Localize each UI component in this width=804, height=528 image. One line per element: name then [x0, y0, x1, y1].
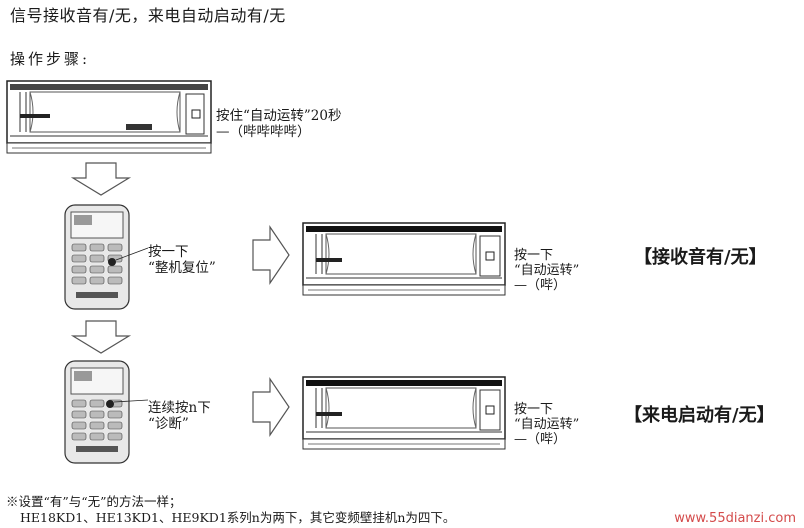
step3-line1: 按一下 — [514, 248, 554, 263]
mode-receive-sound: 【接收音有/无】 — [634, 247, 767, 268]
remote-control-illustration-1 — [64, 204, 149, 310]
watermark: www.55dianzi.com — [674, 511, 796, 526]
indoor-unit-illustration-2 — [302, 222, 506, 296]
step3-line3: —（哔） — [514, 278, 567, 293]
right-arrow-icon — [252, 377, 290, 437]
steps-heading: 操作步骤: — [10, 50, 91, 68]
step5-line1: 按一下 — [514, 402, 554, 417]
step2-line1: 按一下 — [148, 244, 189, 260]
step1-line2: —（哔哔哔哔） — [216, 124, 311, 140]
step1-instruction: 按住“自动运转”20秒 —（哔哔哔哔） — [216, 108, 341, 140]
down-arrow-icon — [70, 162, 132, 196]
indoor-unit-illustration-3 — [302, 376, 506, 450]
step3-line2: “自动运转” — [514, 263, 580, 278]
step5-line2: “自动运转” — [514, 417, 580, 432]
remote-control-illustration-2 — [64, 360, 149, 464]
mode-power-restart: 【来电启动有/无】 — [624, 405, 775, 426]
step1-line1: 按住“自动运转”20秒 — [216, 108, 342, 124]
footnote-line1: ※设置“有”与“无”的方法一样； — [6, 494, 182, 509]
step5-line3: —（哔） — [514, 432, 567, 447]
step4-line2: “诊断” — [148, 416, 189, 432]
footnote: ※设置“有”与“无”的方法一样； HE18KD1、HE13KD1、HE9KD1系… — [6, 494, 455, 526]
step4-instruction: 连续按n下 “诊断” — [148, 400, 211, 432]
down-arrow-icon — [70, 320, 132, 354]
step5-instruction: 按一下 “自动运转” —（哔） — [514, 402, 579, 447]
indoor-unit-illustration-1 — [6, 80, 212, 154]
right-arrow-icon — [252, 225, 290, 285]
page-title: 信号接收音有/无，来电自动启动有/无 — [10, 6, 286, 25]
step2-line2: “整机复位” — [148, 260, 216, 276]
step2-instruction: 按一下 “整机复位” — [148, 244, 216, 276]
step3-instruction: 按一下 “自动运转” —（哔） — [514, 248, 579, 293]
footnote-line2: HE18KD1、HE13KD1、HE9KD1系列n为两下，其它变频壁挂机n为四下… — [20, 510, 456, 525]
step4-line1: 连续按n下 — [148, 400, 211, 416]
remote-brand-1: Panasonic — [22, 296, 53, 303]
